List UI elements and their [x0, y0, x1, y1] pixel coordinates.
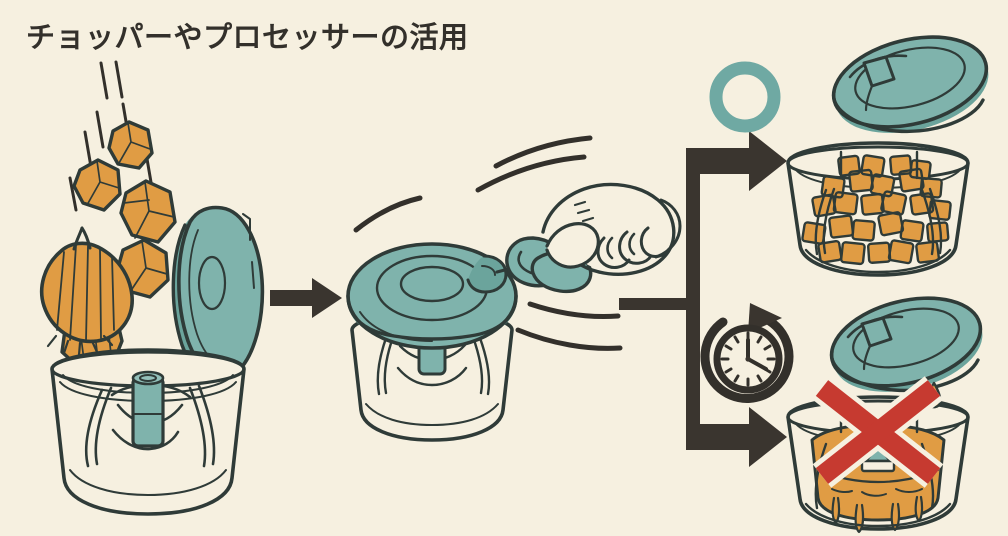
- motion-swoosh-lines: [353, 135, 623, 351]
- arrow-branch: [619, 131, 787, 467]
- panel-prep: [39, 60, 265, 516]
- panel-good: [709, 22, 998, 277]
- page-title: チョッパーやプロセッサーの活用: [26, 22, 469, 54]
- clock-rotate-icon: [700, 303, 794, 403]
- detached-teal-lid[interactable]: [824, 22, 998, 147]
- closed-teal-lid[interactable]: [346, 242, 518, 350]
- status-ng-cross: [812, 376, 944, 488]
- arrow-prep-to-pull: [270, 278, 342, 318]
- teal-blade-post: [131, 370, 165, 448]
- glass-chopper-bowl: [50, 348, 246, 516]
- whole-onion: [39, 226, 134, 357]
- panel-pull: [346, 135, 684, 442]
- status-ok-circle: [709, 61, 781, 133]
- panel-bad: [700, 284, 991, 534]
- detached-teal-lid[interactable]: [822, 284, 991, 406]
- hand: [541, 182, 684, 276]
